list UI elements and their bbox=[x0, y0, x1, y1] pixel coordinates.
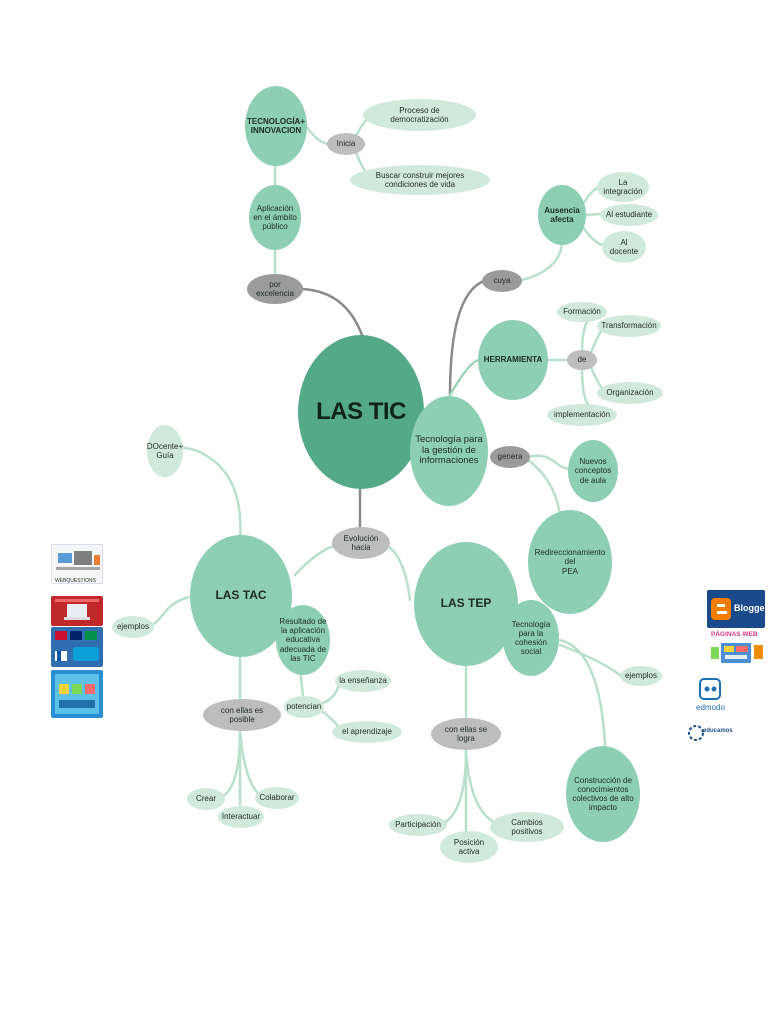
node-construccion-conocimientos[interactable]: Construcción de conocimientos colectivos… bbox=[566, 746, 640, 842]
laptop-icon bbox=[55, 599, 99, 620]
educamos-label: educamos bbox=[703, 728, 733, 734]
node-la-integracion[interactable]: La integración bbox=[597, 172, 649, 202]
node-redireccionamiento-pea[interactable]: Redireccionamiento del PEA bbox=[528, 510, 612, 614]
edmodo-label: edmodo bbox=[696, 703, 725, 712]
example-thumbnail-red[interactable] bbox=[51, 596, 103, 626]
node-tecnologia-gestion-informaciones[interactable]: Tecnología para la gestión de informacio… bbox=[410, 396, 488, 506]
example-educamos-logo[interactable]: educamos bbox=[686, 722, 736, 744]
central-node-las-tic[interactable]: LAS TIC bbox=[298, 335, 424, 489]
node-el-aprendizaje[interactable]: el aprendizaje bbox=[332, 721, 402, 743]
node-al-docente[interactable]: Al docente bbox=[602, 231, 646, 263]
node-genera[interactable]: genera bbox=[490, 446, 530, 468]
node-ausencia-afecta[interactable]: Ausencia afecta bbox=[538, 185, 586, 245]
node-ejemplos-tep[interactable]: ejemplos bbox=[620, 666, 662, 686]
node-participacion[interactable]: Participación bbox=[389, 814, 447, 836]
node-resultado-aplicacion[interactable]: Resultado de la aplicación educativa ade… bbox=[276, 605, 330, 675]
node-herramienta[interactable]: HERRAMIENTA bbox=[478, 320, 548, 400]
node-evolucion-hacia[interactable]: Evolución hacia bbox=[332, 527, 390, 559]
node-transformacion[interactable]: Transformación bbox=[597, 315, 661, 337]
blogger-label: Blogger bbox=[734, 603, 765, 613]
edmodo-icon bbox=[699, 678, 721, 700]
node-con-ellas-es-posible[interactable]: con ellas es posible bbox=[203, 699, 281, 731]
node-implementacion[interactable]: implementación bbox=[547, 404, 617, 426]
node-aplicacion-ambito-publico[interactable]: Aplicación en el ámbito público bbox=[249, 185, 301, 250]
example-thumbnail-flags[interactable] bbox=[51, 627, 103, 667]
node-interactuar[interactable]: Interactuar bbox=[218, 806, 264, 828]
node-cuya[interactable]: cuya bbox=[482, 270, 522, 292]
thumbnail-caption: WEBQUESTIONS bbox=[55, 578, 96, 584]
node-organizacion[interactable]: Organización bbox=[597, 382, 663, 404]
node-la-ensenanza[interactable]: la enseñanza bbox=[335, 670, 391, 692]
node-con-ellas-se-logra[interactable]: con ellas se logra bbox=[431, 718, 501, 750]
blogger-icon bbox=[711, 598, 731, 620]
node-tecnologia-cohesion-social[interactable]: Tecnología para la cohesión social bbox=[503, 600, 559, 676]
node-colaborar[interactable]: Colaborar bbox=[255, 787, 299, 809]
node-de[interactable]: de bbox=[567, 350, 597, 370]
node-las-tac[interactable]: LAS TAC bbox=[190, 535, 292, 657]
node-proceso-democratizacion[interactable]: Proceso de democratización bbox=[363, 99, 476, 131]
node-docente-guia[interactable]: DOcente+ Guía bbox=[147, 425, 183, 477]
example-blogger-logo[interactable]: Blogger bbox=[707, 590, 765, 628]
interactive-app-icon bbox=[55, 674, 99, 714]
node-ejemplos-tac[interactable]: ejemplos bbox=[112, 616, 154, 638]
example-paginas-web[interactable]: PÁGINAS WEB bbox=[707, 630, 767, 672]
node-cambios-positivos[interactable]: Cambios positivos bbox=[490, 812, 564, 842]
web-pages-icon bbox=[711, 643, 763, 663]
node-las-tep[interactable]: LAS TEP bbox=[414, 542, 518, 666]
example-thumbnail-interactive[interactable] bbox=[51, 670, 103, 718]
flags-icon bbox=[55, 631, 99, 661]
devices-icon bbox=[56, 551, 100, 570]
node-potencian[interactable]: potencian bbox=[284, 696, 324, 718]
node-por-excelencia[interactable]: por excelencia bbox=[247, 274, 303, 304]
node-nuevos-conceptos-aula[interactable]: Nuevos conceptos de aula bbox=[568, 440, 618, 502]
node-crear[interactable]: Crear bbox=[187, 788, 225, 810]
example-thumbnail-webquestions[interactable]: WEBQUESTIONS bbox=[51, 544, 103, 584]
educamos-icon bbox=[688, 725, 704, 741]
paginas-web-label: PÁGINAS WEB bbox=[711, 631, 758, 638]
node-formacion[interactable]: Formación bbox=[557, 302, 607, 322]
node-posicion-activa[interactable]: Posición activa bbox=[440, 831, 498, 863]
node-buscar-mejores-condiciones[interactable]: Buscar construir mejores condiciones de … bbox=[350, 165, 490, 195]
node-al-estudiante[interactable]: Al estudiante bbox=[600, 204, 658, 226]
example-edmodo-logo[interactable]: edmodo bbox=[692, 676, 732, 716]
node-inicia[interactable]: Inicia bbox=[327, 133, 365, 155]
node-tecnologia-innovacion[interactable]: TECNOLOGÍA+ INNOVACION bbox=[245, 86, 307, 166]
